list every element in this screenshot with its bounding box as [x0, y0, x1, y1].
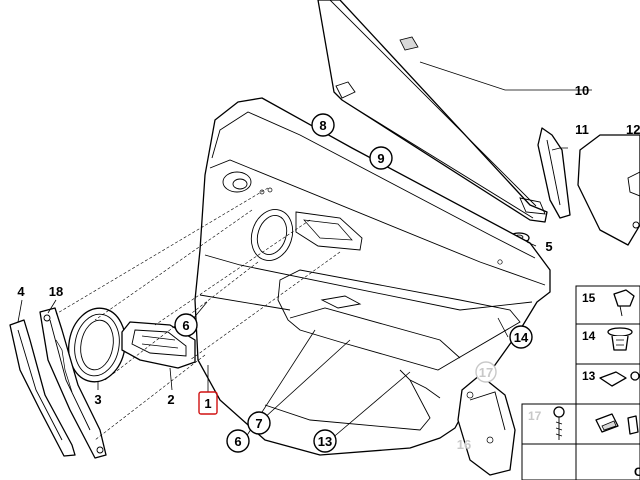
callout-18-label[interactable]: 18	[49, 284, 63, 299]
callout-12-label[interactable]: 12	[626, 122, 640, 137]
callout-13[interactable]: 13	[313, 429, 337, 453]
table-label-15: 15	[582, 291, 596, 305]
callout-14[interactable]: 14	[509, 325, 533, 349]
callout-6-upper-label: 6	[182, 318, 189, 333]
callout-8-label: 8	[319, 118, 326, 133]
part-sunshade-blind[interactable]	[317, 0, 548, 223]
callout-9[interactable]: 9	[369, 146, 393, 170]
callout-1-highlighted[interactable]: 1	[198, 391, 218, 415]
table-row-15[interactable]: 15	[582, 289, 635, 317]
callout-17-label: 17	[479, 365, 493, 380]
callout-3-label[interactable]: 3	[94, 392, 101, 407]
part-side-cover[interactable]	[577, 134, 640, 246]
assembly-dashed-lines	[55, 187, 341, 441]
part-door-handle[interactable]	[121, 321, 196, 369]
callout-16-label[interactable]: 16	[457, 437, 471, 452]
table-row-clip[interactable]	[595, 413, 639, 435]
callout-1-label: 1	[204, 396, 211, 411]
table-row-14[interactable]: 14	[582, 327, 633, 351]
part-door-trim-panel[interactable]	[194, 97, 551, 456]
callout-7-label: 7	[255, 416, 262, 431]
part-pillar-trim[interactable]	[9, 319, 76, 457]
callout-11-label[interactable]: 11	[575, 122, 589, 137]
part-cover-strip[interactable]	[537, 127, 571, 219]
table-row-13[interactable]: 13	[582, 369, 640, 387]
small-parts-table	[521, 285, 640, 480]
callout-13-label: 13	[318, 434, 332, 449]
callout-4-label[interactable]: 4	[17, 284, 25, 299]
callout-6-lower[interactable]: 6	[226, 429, 250, 453]
callout-7[interactable]: 7	[247, 411, 271, 435]
table-row-17[interactable]: 17	[528, 406, 565, 440]
callout-10-label[interactable]: 10	[575, 83, 589, 98]
callout-17-ghost[interactable]: 17	[475, 361, 497, 383]
table-partial-label: C	[634, 465, 640, 479]
part-handle-bracket[interactable]	[39, 307, 107, 459]
part-ghost-bracket[interactable]	[457, 374, 516, 476]
callout-6-upper[interactable]: 6	[174, 313, 198, 337]
table-label-14: 14	[582, 329, 596, 343]
callout-14-label: 14	[514, 330, 529, 345]
table-label-17: 17	[528, 409, 542, 423]
callout-6-lower-label: 6	[234, 434, 241, 449]
callout-2-label[interactable]: 2	[167, 392, 174, 407]
callout-9-label: 9	[377, 151, 384, 166]
table-label-13: 13	[582, 369, 596, 383]
callout-8[interactable]: 8	[311, 113, 335, 137]
leader-lines	[17, 61, 592, 441]
callout-5-label[interactable]: 5	[545, 239, 552, 254]
